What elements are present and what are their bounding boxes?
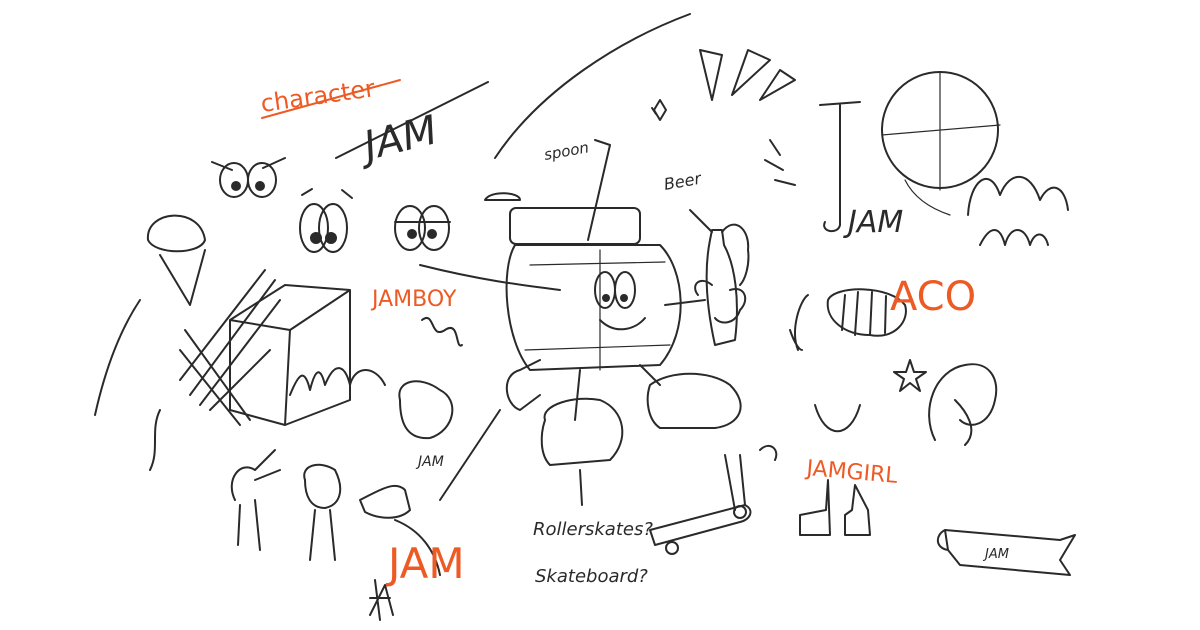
teeth-sketch bbox=[826, 288, 907, 337]
star-icon bbox=[893, 359, 927, 392]
label-jamboy: JAMBOY bbox=[370, 287, 457, 312]
star-sketch bbox=[369, 579, 394, 621]
legs-sketch bbox=[724, 444, 778, 511]
hand-sketches bbox=[230, 409, 501, 576]
label-rollerskates: Rollerskates? bbox=[533, 519, 653, 540]
speed-lines bbox=[699, 49, 796, 101]
label-character: character bbox=[259, 74, 377, 118]
label-jamgirl: JAMGIRL bbox=[803, 456, 899, 489]
eyes-sketch-1 bbox=[211, 157, 286, 198]
ice-cream-sketch bbox=[146, 214, 206, 306]
label-beer: Beer bbox=[662, 169, 703, 194]
label-jam-big: JAM bbox=[385, 539, 465, 588]
boots-sketch bbox=[799, 479, 871, 536]
stroke-line bbox=[335, 81, 489, 159]
blob-sketch bbox=[398, 380, 454, 440]
eyes-sketch-2 bbox=[299, 188, 353, 253]
pointer-line bbox=[419, 264, 561, 291]
eyes-sketch-3 bbox=[394, 205, 451, 251]
shine-lines bbox=[764, 139, 796, 186]
squiggle bbox=[421, 317, 463, 347]
bumps-small bbox=[979, 229, 1049, 246]
cube-sketch bbox=[94, 269, 386, 471]
bumps-stroke bbox=[967, 175, 1069, 216]
squiggle-2 bbox=[789, 294, 809, 351]
mouth-tongue-sketch bbox=[928, 363, 998, 446]
wheel-icon bbox=[733, 505, 747, 519]
sparkle-icon bbox=[651, 99, 667, 121]
label-jam-blob: JAM bbox=[415, 454, 444, 470]
character-underline bbox=[261, 79, 401, 119]
skateboard-sketch bbox=[649, 504, 752, 546]
label-aco: ACO bbox=[890, 274, 976, 320]
letter-j-stroke bbox=[819, 101, 861, 233]
pointer-line-2 bbox=[579, 469, 583, 506]
jar-character bbox=[484, 139, 750, 466]
banner-sketch bbox=[936, 529, 1076, 576]
label-jam-right: JAM bbox=[843, 205, 903, 240]
wheel-icon bbox=[665, 541, 679, 555]
label-spoon: spoon bbox=[543, 138, 591, 164]
label-skateboard: Skateboard? bbox=[535, 566, 648, 587]
beer-pointer bbox=[689, 209, 713, 233]
label-jam-banner: JAM bbox=[982, 547, 1009, 562]
arc-stroke bbox=[494, 13, 691, 159]
label-jam-top: JAM bbox=[352, 107, 441, 171]
smile-sketch bbox=[814, 404, 861, 433]
guide-lines bbox=[881, 71, 1001, 216]
